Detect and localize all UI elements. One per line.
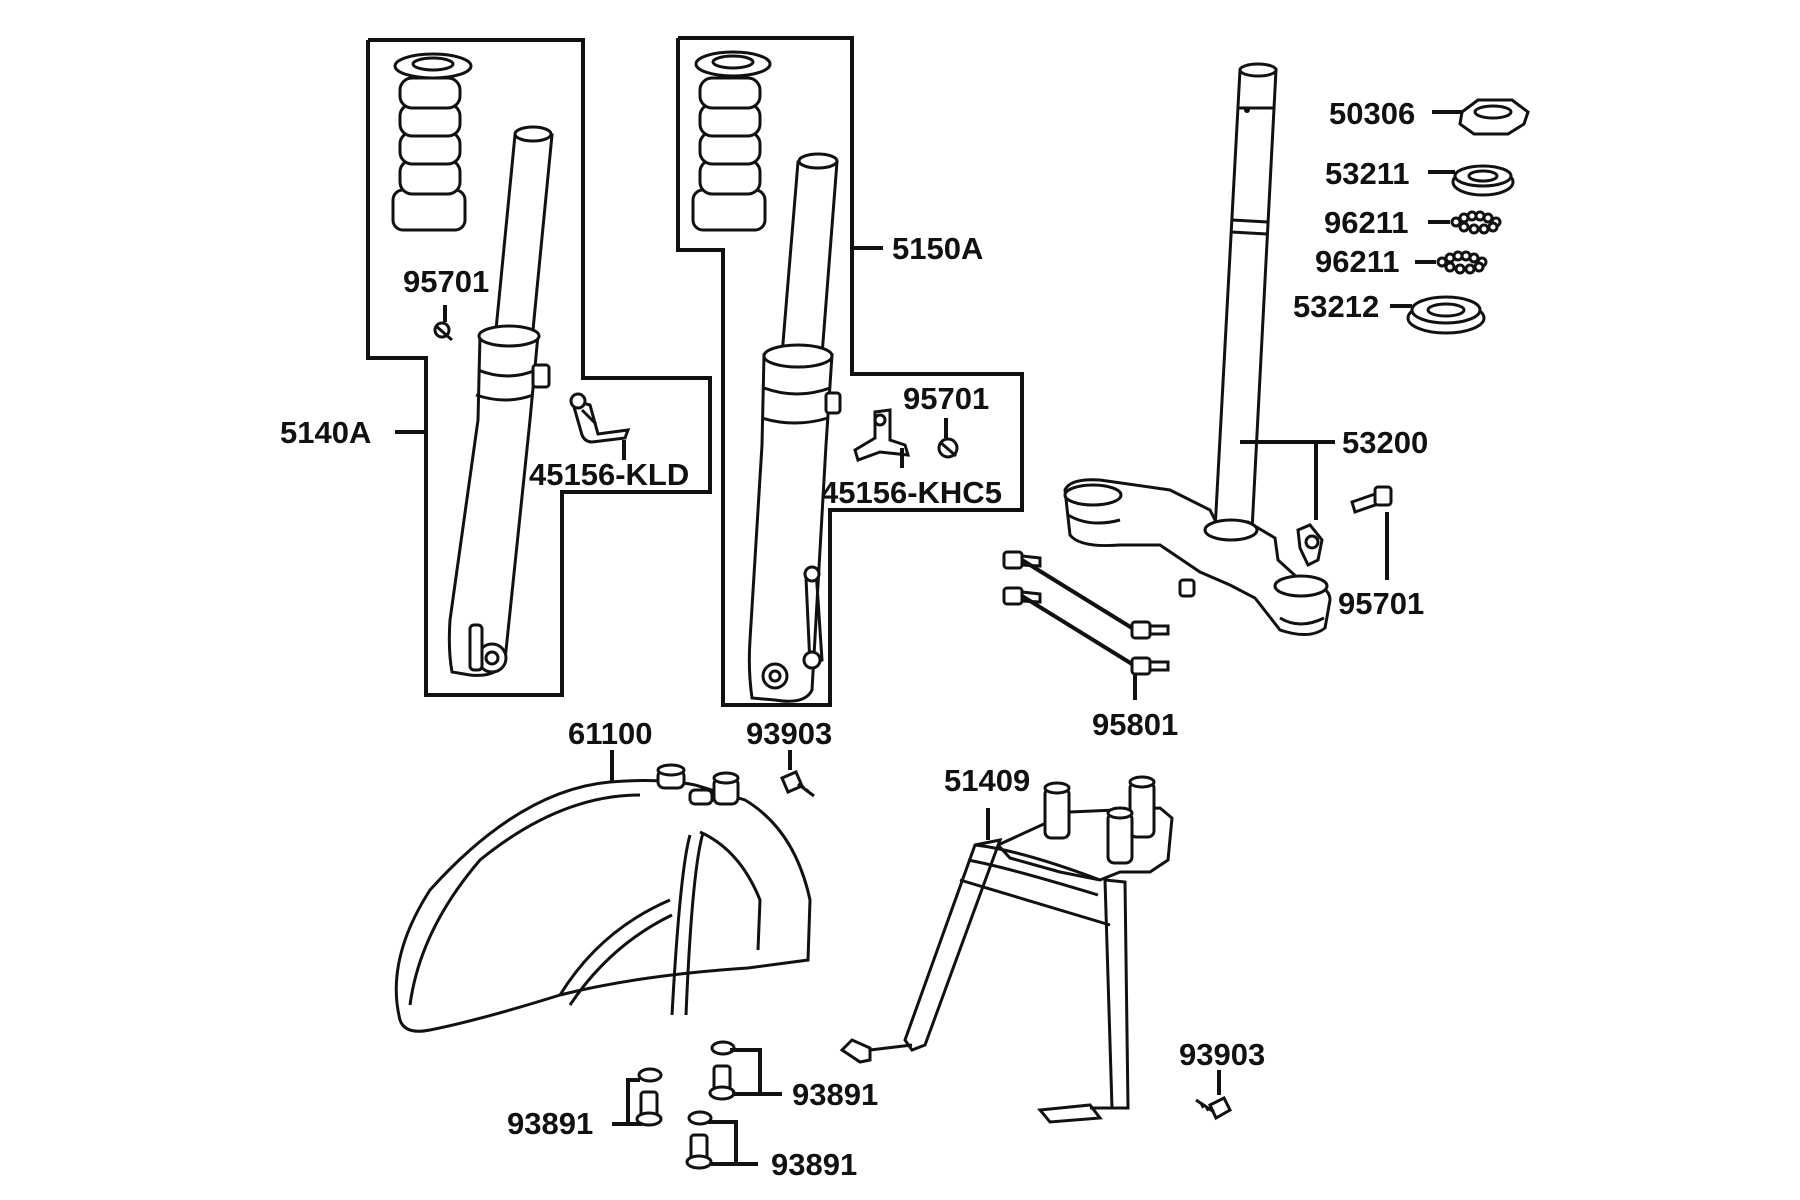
stem-clip-icon: [1296, 523, 1324, 568]
cone-race-53211-icon: [1451, 164, 1515, 197]
bolts-95801: [1002, 550, 1170, 700]
label-51409: 51409: [944, 763, 1030, 798]
label-93903-stand: 93903: [1179, 1037, 1265, 1072]
bolt-95701-stem-icon: [1350, 485, 1393, 514]
label-95701-stem: 95701: [1338, 586, 1424, 621]
fork-slider-right: [747, 353, 834, 703]
label-45156-kld: 45156-KLD: [529, 457, 689, 492]
screw-93903-fender-icon: [780, 770, 815, 798]
bolt-93891-c-icon: [685, 1110, 713, 1170]
label-5140a: 5140A: [280, 415, 371, 450]
label-50306: 50306: [1329, 96, 1415, 131]
stand-leg-left: [903, 838, 1003, 1052]
label-93891-b: 93891: [792, 1077, 878, 1112]
label-96211-a: 96211: [1324, 205, 1409, 240]
bolt-95701-right-icon: [937, 437, 959, 459]
stand-leg-right: [1103, 878, 1130, 1110]
label-93903-fender: 93903: [746, 716, 832, 751]
fork-left-assembly: [366, 38, 712, 697]
ball-race-96211-a-icon: [1450, 210, 1502, 235]
label-93891-a: 93891: [507, 1106, 593, 1141]
steering-stem-pipe: [1213, 68, 1278, 532]
screw-93903-stand-icon: [1195, 1095, 1232, 1121]
center-stand: [839, 775, 1174, 1124]
label-53200: 53200: [1342, 425, 1428, 460]
front-fender: [394, 750, 812, 1033]
fender-body: [394, 779, 812, 1033]
dust-boot-left: [391, 52, 473, 232]
cone-race-53212-icon: [1406, 295, 1486, 335]
fender-bolts-93891: [612, 1040, 782, 1170]
bolt-95701-left-icon: [433, 321, 453, 342]
fork-tube-right: [780, 160, 839, 357]
nut-50306-icon: [1458, 98, 1530, 136]
label-53212: 53212: [1293, 289, 1379, 324]
bolt-95801-upper-b-icon: [1130, 620, 1170, 640]
label-95701-right: 95701: [903, 381, 989, 416]
bolt-95801-lower-b-icon: [1130, 656, 1170, 676]
stand-foot-left-icon: [839, 1038, 872, 1064]
fork-slider-left: [447, 333, 540, 677]
stand-foot-right-icon: [1037, 1103, 1103, 1124]
fork-right-assembly: [676, 36, 1024, 707]
bracket-45156-kld-icon: [569, 392, 631, 444]
label-95701-left: 95701: [403, 264, 489, 299]
bolt-93891-a-icon: [635, 1067, 663, 1127]
dust-boot-right: [691, 50, 772, 232]
fender-mount-bosses: [656, 763, 740, 806]
label-96211-b: 96211: [1315, 244, 1400, 279]
label-5150a: 5150A: [892, 231, 983, 266]
fork-tube-left: [493, 133, 554, 342]
label-61100: 61100: [568, 716, 653, 751]
bracket-45156-khc5-icon: [853, 408, 911, 462]
steering-stem-assembly: [1063, 62, 1393, 636]
steering-bearings: [1390, 98, 1530, 335]
label-95801: 95801: [1092, 707, 1178, 742]
label-93891-c: 93891: [771, 1147, 857, 1182]
label-45156-khc5: 45156-KHC5: [821, 475, 1002, 510]
bolt-93891-b-icon: [708, 1040, 736, 1101]
label-53211: 53211: [1325, 156, 1410, 191]
fork-right-group-outline: [676, 36, 1024, 707]
fork-left-group-outline: [366, 38, 712, 697]
ball-race-96211-b-icon: [1436, 250, 1488, 275]
